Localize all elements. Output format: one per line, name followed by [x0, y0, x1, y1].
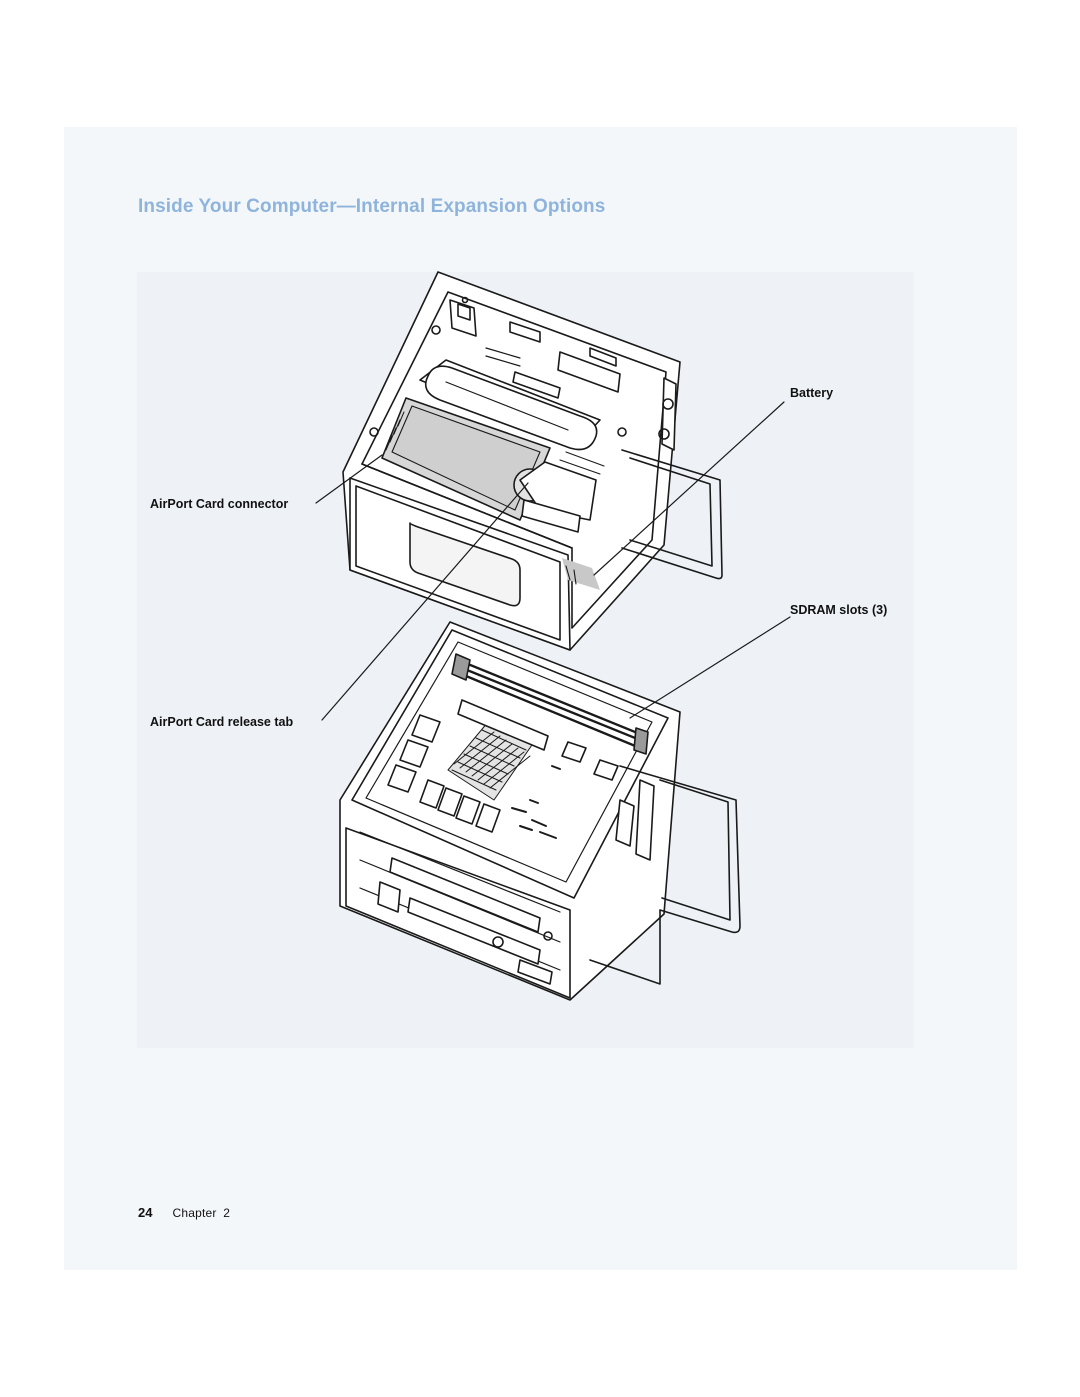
callout-leaders — [315, 401, 791, 721]
callout-sdram-slots: SDRAM slots (3) — [790, 603, 888, 617]
airport-connector-leader — [315, 454, 383, 504]
top-enclosure — [342, 271, 723, 651]
callout-airport-card-connector: AirPort Card connector — [150, 497, 289, 511]
callout-airport-card-release-tab: AirPort Card release tab — [150, 715, 294, 729]
chapter-label: Chapter — [172, 1206, 217, 1220]
section-title: Inside Your Computer—Internal Expansion … — [138, 196, 606, 217]
page-footer: 24 Chapter 2 — [138, 1205, 230, 1220]
chapter-number: 2 — [223, 1206, 230, 1220]
sdram-leader — [629, 616, 791, 719]
bottom-enclosure — [339, 621, 741, 1001]
page-number: 24 — [138, 1205, 153, 1220]
airport-release-tab-leader — [321, 482, 529, 721]
callout-battery: Battery — [790, 386, 834, 400]
battery-leader — [593, 401, 785, 576]
